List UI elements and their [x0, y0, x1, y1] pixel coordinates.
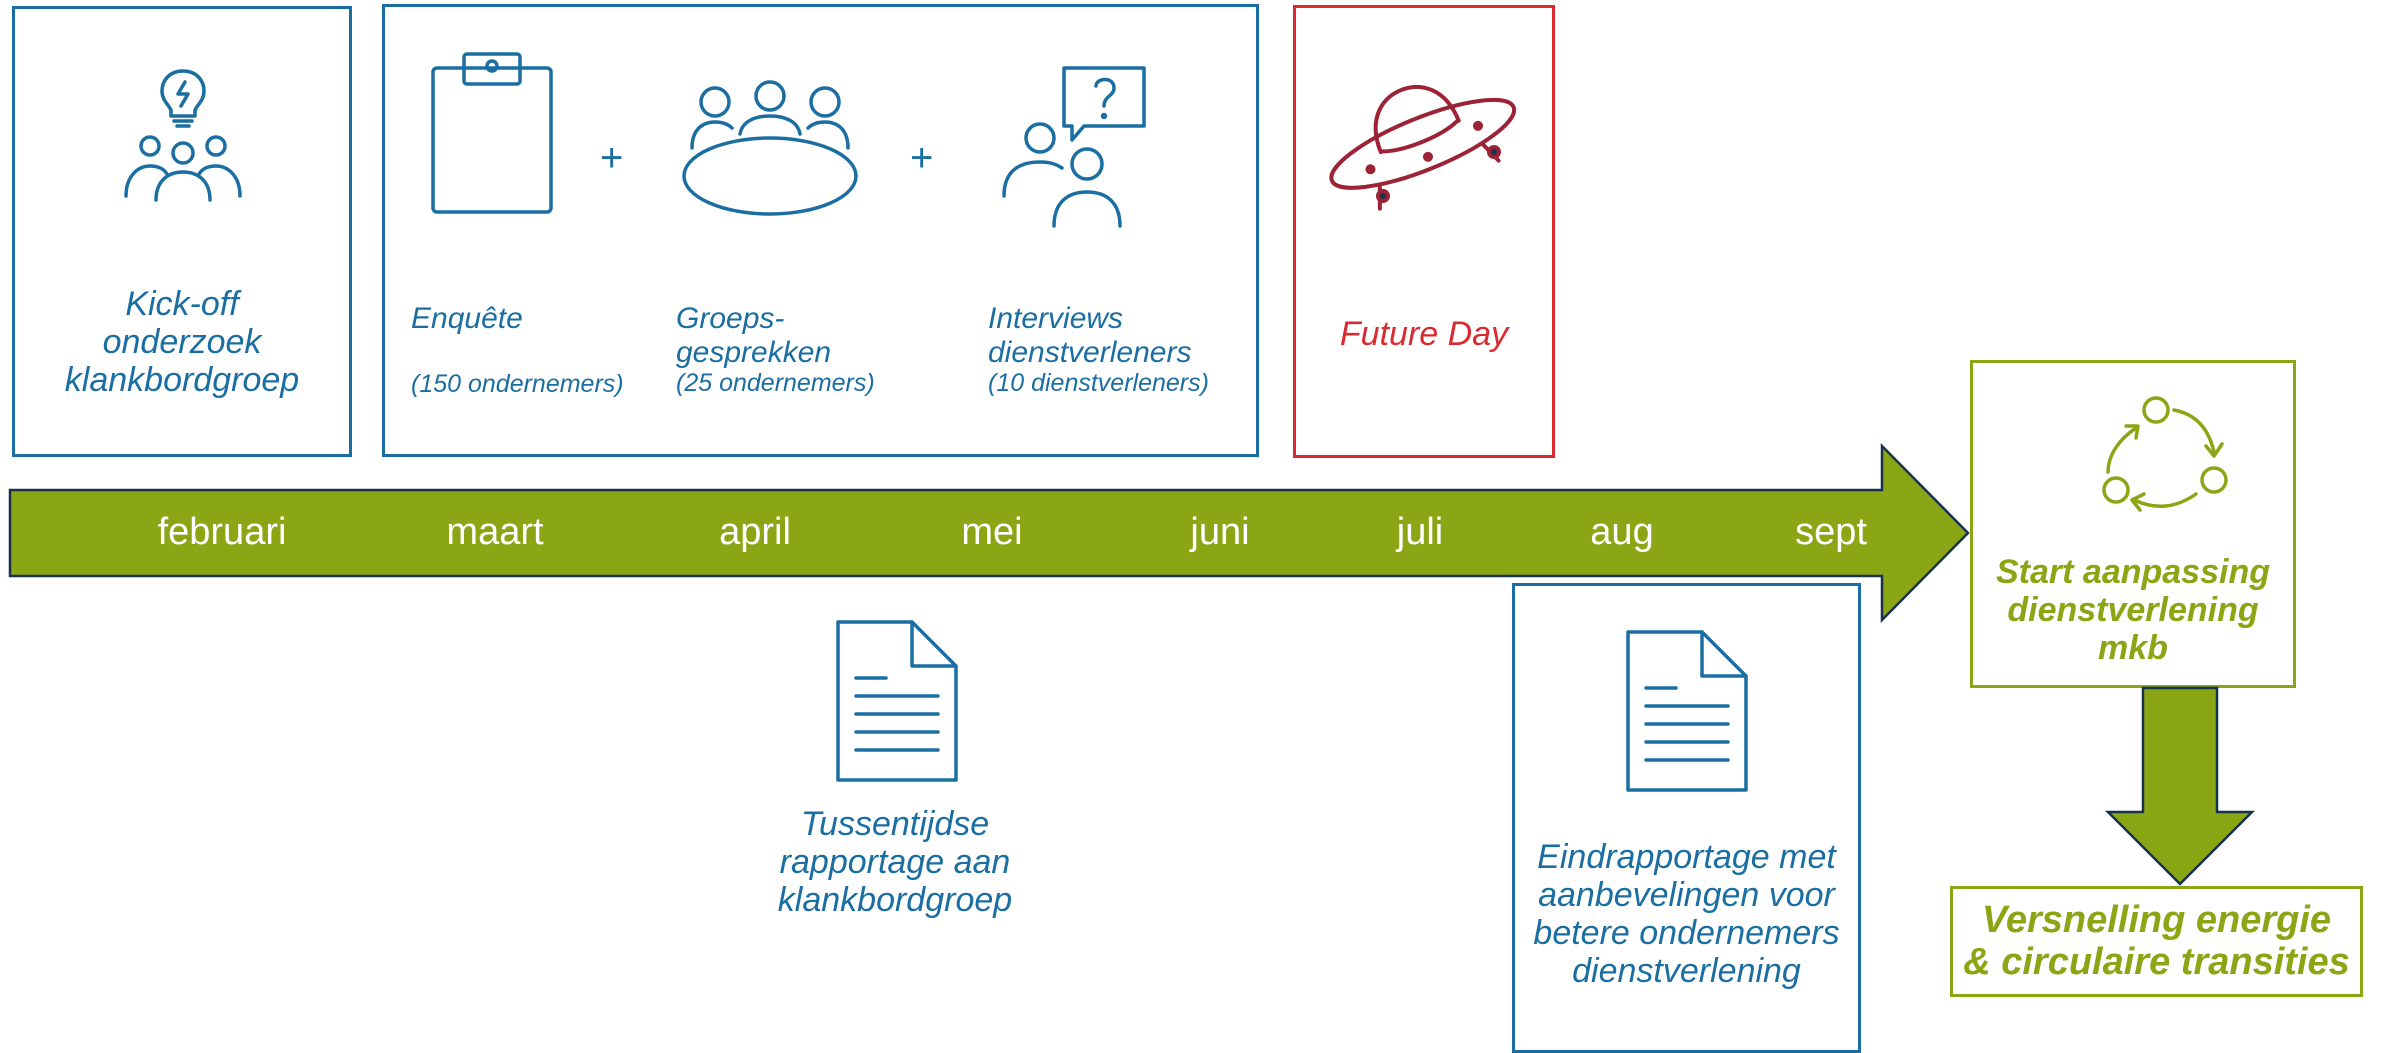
versnelling-label: Versnelling energie & circulaire transit… — [1963, 899, 2350, 983]
future-day-box: Future Day — [1293, 5, 1555, 458]
interviews-sub: (10 dienstverleners) — [988, 369, 1209, 397]
cycle-icon — [2102, 396, 2228, 512]
start-label: Start aanpassing dienstverlening mkb — [1996, 553, 2270, 667]
kickoff-label: Kick-off onderzoek klankbordgroep — [64, 285, 300, 399]
clipboard-icon — [431, 52, 553, 214]
month-label: sept — [1795, 511, 1867, 553]
future-day-label: Future Day — [1339, 315, 1509, 353]
month-label: mei — [961, 511, 1023, 553]
enquete-label: Enquête — [411, 302, 523, 335]
month-label: juni — [1190, 511, 1250, 553]
ufo-icon — [1329, 85, 1517, 211]
versnelling-box: Versnelling energie & circulaire transit… — [1950, 886, 2363, 997]
timeline-arrow — [8, 442, 1970, 624]
interviews-label: Interviews dienstverleners — [988, 302, 1192, 369]
group-meeting-icon — [682, 80, 858, 216]
kickoff-box: Kick-off onderzoek klankbordgroep — [12, 6, 352, 457]
document-icon — [836, 620, 958, 782]
document-icon — [1626, 630, 1748, 792]
groeps-sub: (25 ondernemers) — [676, 369, 875, 397]
down-arrow — [2104, 686, 2256, 886]
start-box: Start aanpassing dienstverlening mkb — [1970, 360, 2296, 688]
tussentijdse-label: Tussentijdse rapportage aan klankbordgro… — [777, 805, 1013, 919]
research-methods-box — [382, 4, 1259, 457]
final-report-box: Eindrapportage met aanbevelingen voor be… — [1512, 583, 1861, 1053]
plus-sign: + — [600, 136, 624, 180]
idea-team-icon — [124, 69, 242, 202]
interview-question-icon — [1002, 66, 1146, 228]
month-label: april — [719, 511, 791, 553]
enquete-sub: (150 ondernemers) — [411, 370, 624, 398]
month-label: maart — [446, 511, 544, 553]
month-label: februari — [157, 511, 287, 553]
month-label: aug — [1590, 511, 1654, 553]
groeps-label: Groeps- gesprekken — [676, 302, 832, 369]
eindrapportage-label: Eindrapportage met aanbevelingen voor be… — [1533, 838, 1840, 990]
plus-sign: + — [910, 136, 934, 180]
month-label: juli — [1396, 511, 1444, 553]
